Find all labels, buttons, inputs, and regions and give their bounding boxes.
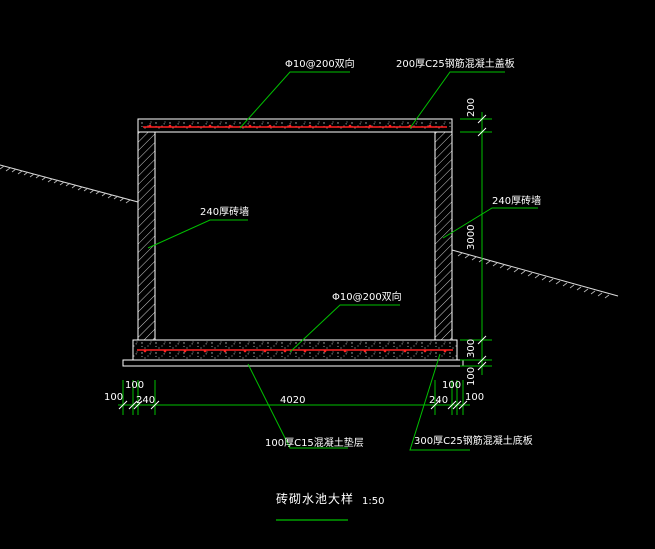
drawing-scale: 1:50 xyxy=(362,496,384,507)
label-cushion: 100厚C15混凝土垫层 xyxy=(265,436,364,449)
dim-bottom-240-right: 240 xyxy=(429,395,448,406)
bottom-rebar-dots xyxy=(143,349,447,353)
label-wall-left: 240厚砖墙 xyxy=(200,205,249,218)
label-wall-right: 240厚砖墙 xyxy=(492,194,541,207)
ground-line-left xyxy=(0,164,139,204)
dim-right-top: 200 xyxy=(466,98,477,117)
cushion-layer xyxy=(122,359,464,367)
ground-line-right xyxy=(451,249,619,299)
wall-left xyxy=(137,131,156,341)
wall-right xyxy=(434,131,453,341)
leader-cushion xyxy=(247,363,348,449)
bottom-slab xyxy=(132,339,458,361)
leader-lines xyxy=(147,71,538,451)
leader-top-rebar xyxy=(239,71,350,129)
label-bottom-rebar: Φ10@200双向 xyxy=(332,290,402,303)
dimension-chain-bottom xyxy=(118,380,470,415)
drawing-title: 砖砌水池大样 xyxy=(276,491,354,506)
leader-wall-left xyxy=(147,219,248,249)
dim-bottom-100-right-a: 100 xyxy=(442,380,461,391)
leader-bottom-rebar xyxy=(289,304,400,353)
dim-right-bottom: 300 xyxy=(466,339,477,358)
leader-bottom-slab xyxy=(409,353,470,451)
dim-bottom-240-left: 240 xyxy=(136,395,155,406)
label-top-rebar: Φ10@200双向 xyxy=(285,57,355,70)
dim-bottom-100-left-b: 100 xyxy=(125,380,144,391)
dim-bottom-100-right-b: 100 xyxy=(465,392,484,403)
dim-bottom-100-left-a: 100 xyxy=(104,392,123,403)
dimension-chain-right xyxy=(460,112,492,375)
dim-right-last: 100 xyxy=(466,367,477,386)
top-slab xyxy=(137,118,453,133)
label-top-slab: 200厚C25钢筋混凝土盖板 xyxy=(396,57,515,70)
top-rebar-dots xyxy=(148,124,432,128)
leader-wall-right xyxy=(442,207,538,239)
leader-top-slab xyxy=(409,71,505,129)
dim-right-mid: 3000 xyxy=(466,225,477,250)
dim-bottom-4020: 4020 xyxy=(280,395,305,406)
label-bottom-slab: 300厚C25钢筋混凝土底板 xyxy=(414,434,533,447)
